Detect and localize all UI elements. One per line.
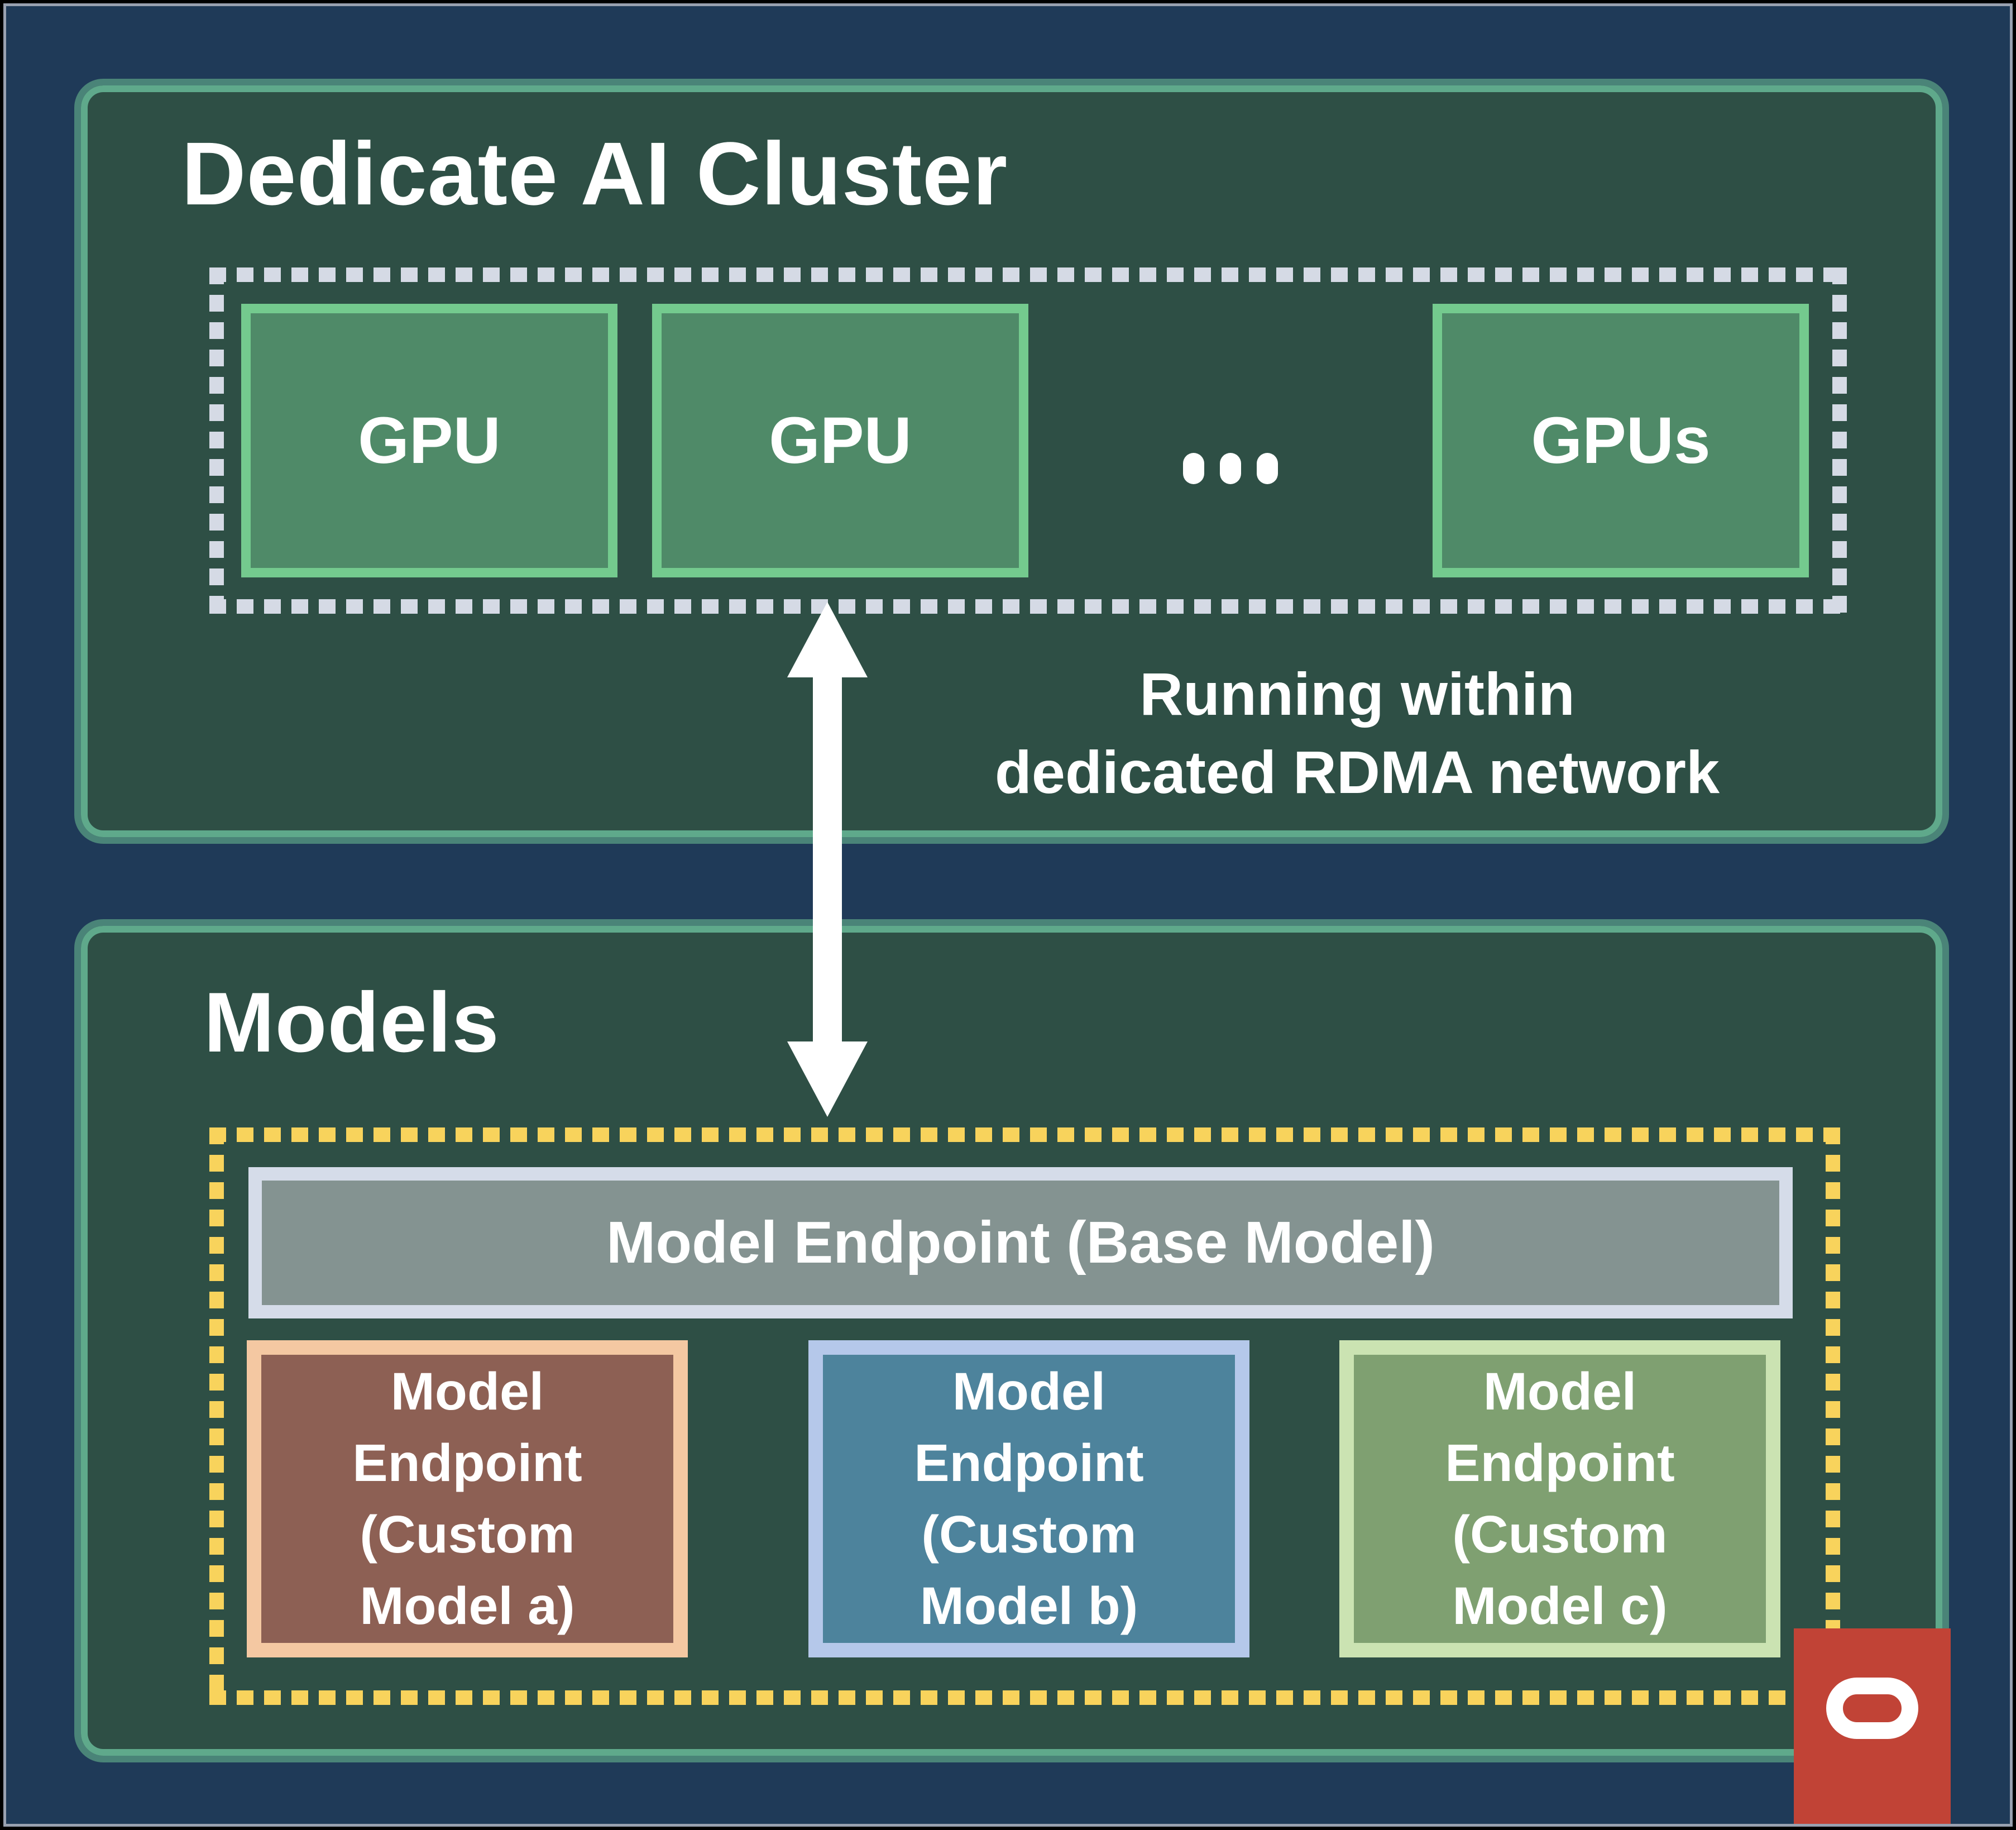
gpu-box-1-label: GPU — [358, 404, 501, 477]
oracle-logo — [1794, 1628, 1951, 1827]
oracle-o-icon — [1826, 1678, 1918, 1739]
arrow-head-up — [787, 602, 868, 677]
custom-model-endpoint-c-label: Model Endpoint (Custom Model c) — [1445, 1361, 1675, 1636]
rdma-note-line-1: Running within — [1139, 660, 1575, 728]
custom-model-endpoint-c: Model Endpoint (Custom Model c) — [1339, 1340, 1780, 1657]
custom-model-endpoint-a: Model Endpoint (Custom Model a) — [247, 1340, 688, 1657]
gpu-box-1: GPU — [241, 304, 617, 577]
arrow-shaft — [813, 669, 842, 1050]
models-panel: Models Model Endpoint (Base Model) Model… — [74, 919, 1949, 1762]
ellipsis-dot — [1257, 453, 1278, 484]
ellipsis-dots-icon — [1158, 407, 1303, 530]
custom-model-endpoint-a-label: Model Endpoint (Custom Model a) — [352, 1361, 582, 1636]
bidirectional-arrow-icon — [787, 602, 868, 1117]
gpu-box-2: GPU — [652, 304, 1028, 577]
model-endpoints-boundary: Model Endpoint (Base Model) Model Endpoi… — [209, 1127, 1840, 1705]
models-panel-title: Models — [204, 975, 500, 1070]
base-model-endpoint: Model Endpoint (Base Model) — [248, 1167, 1793, 1318]
rdma-network-note: Running within dedicated RDMA network — [978, 655, 1737, 812]
gpu-box-2-label: GPU — [769, 404, 912, 477]
cluster-panel-title: Dedicate AI Cluster — [181, 123, 1008, 223]
ellipsis-dot — [1220, 453, 1241, 484]
custom-model-endpoint-b-label: Model Endpoint (Custom Model b) — [914, 1361, 1144, 1636]
gpus-box-label: GPUs — [1531, 404, 1711, 477]
ellipsis-dot — [1183, 453, 1204, 484]
base-model-endpoint-label: Model Endpoint (Base Model) — [606, 1210, 1435, 1275]
gpus-box: GPUs — [1433, 304, 1809, 577]
rdma-note-line-2: dedicated RDMA network — [994, 738, 1720, 806]
custom-model-endpoint-b: Model Endpoint (Custom Model b) — [808, 1340, 1249, 1657]
dedicated-ai-cluster-panel: Dedicate AI Cluster GPU GPU GPUs Running… — [74, 79, 1949, 844]
arrow-head-down — [787, 1041, 868, 1117]
rdma-network-boundary: GPU GPU GPUs — [209, 267, 1847, 614]
